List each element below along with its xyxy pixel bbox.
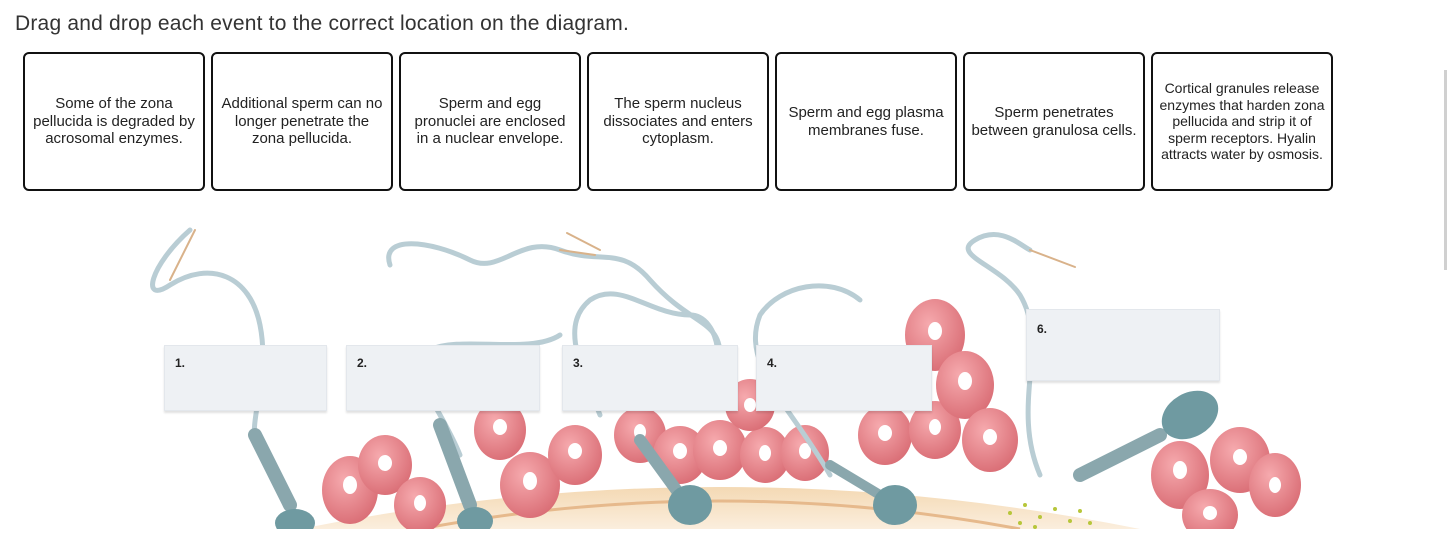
dropzone-6[interactable]: 6. <box>1026 309 1220 381</box>
scrollbar[interactable] <box>1444 70 1447 270</box>
dropzone-number: 1. <box>175 356 186 370</box>
dropzone-number: 3. <box>573 356 584 370</box>
instruction-text: Drag and drop each event to the correct … <box>15 12 629 35</box>
dropzone-number: 4. <box>767 356 778 370</box>
fertilization-diagram: 1. 2. 3. 4. 6. <box>0 205 1447 534</box>
event-card-membranes-fuse[interactable]: Sperm and egg plasma membranes fuse. <box>775 52 957 191</box>
event-card-cortical-granules[interactable]: Cortical granules release enzymes that h… <box>1151 52 1333 191</box>
event-card-zona-degraded[interactable]: Some of the zona pellucida is degraded b… <box>23 52 205 191</box>
event-card-penetrates-granulosa[interactable]: Sperm penetrates between granulosa cells… <box>963 52 1145 191</box>
cortical-granules <box>1008 503 1092 529</box>
event-card-label: Some of the zona pellucida is degraded b… <box>33 95 195 148</box>
event-card-pronuclei-enclosed[interactable]: Sperm and egg pronuclei are enclosed in … <box>399 52 581 191</box>
dropzone-1[interactable]: 1. <box>164 345 327 411</box>
event-card-label: Sperm and egg plasma membranes fuse. <box>788 104 944 139</box>
sperm-tails <box>150 227 1043 478</box>
dropzone-number: 2. <box>357 356 368 370</box>
sperm-heads <box>248 390 1219 534</box>
event-card-no-more-sperm[interactable]: Additional sperm can no longer penetrate… <box>211 52 393 191</box>
dropzone-2[interactable]: 2. <box>346 345 540 411</box>
sperm-tail-tips <box>169 229 1076 281</box>
egg-membrane <box>419 499 1021 531</box>
event-card-nucleus-enters[interactable]: The sperm nucleus dissociates and enters… <box>587 52 769 191</box>
dropzone-4[interactable]: 4. <box>756 345 932 411</box>
event-card-label: Sperm and egg pronuclei are enclosed in … <box>414 95 566 148</box>
dropzone-number: 6. <box>1037 322 1048 336</box>
dropzone-3[interactable]: 3. <box>562 345 738 411</box>
event-card-label: Additional sperm can no longer penetrate… <box>221 95 383 148</box>
event-card-label: Sperm penetrates between granulosa cells… <box>971 104 1137 139</box>
event-card-bank: Some of the zona pellucida is degraded b… <box>23 52 1333 191</box>
event-card-label: Cortical granules release enzymes that h… <box>1159 80 1325 163</box>
event-card-label: The sperm nucleus dissociates and enters… <box>603 95 753 148</box>
